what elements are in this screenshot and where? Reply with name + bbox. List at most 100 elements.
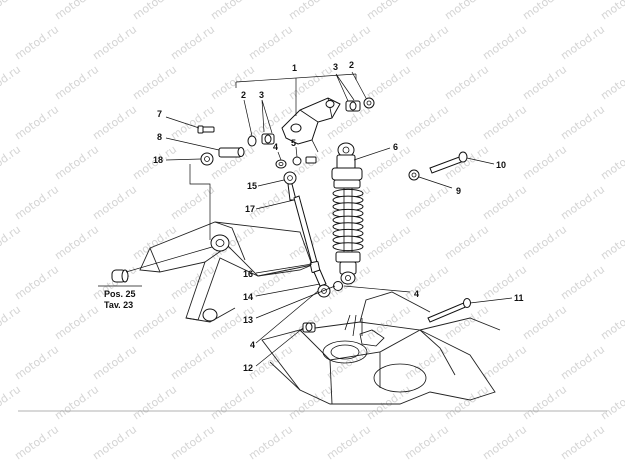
watermark-text: motod.ru	[520, 0, 569, 22]
watermark-text: motod.ru	[90, 183, 139, 223]
watermark-text: motod.ru	[558, 103, 607, 143]
watermark-text: motod.ru	[598, 63, 625, 103]
watermark-text: motod.ru	[402, 183, 451, 223]
callout-4-upper: 4	[273, 142, 278, 152]
watermark-text: motod.ru	[558, 263, 607, 303]
watermark-text: motod.ru	[130, 303, 179, 343]
watermark-text: motod.ru	[558, 23, 607, 63]
reference-pos: Pos. 25	[104, 289, 136, 299]
watermark-text: motod.ru	[52, 63, 101, 103]
watermark-text: motod.ru	[168, 423, 217, 463]
watermark-text: motod.ru	[520, 223, 569, 263]
nut-5	[292, 156, 302, 166]
rocker-linkage	[281, 97, 341, 153]
bolt-10	[429, 151, 468, 174]
watermark-text: motod.ru	[168, 343, 217, 383]
watermark-text: motod.ru	[52, 383, 101, 423]
callout-3-right: 3	[333, 62, 338, 72]
swingarm	[139, 221, 313, 323]
watermark-text: motod.ru	[52, 303, 101, 343]
callout-10: 10	[496, 160, 506, 170]
watermark-text: motod.ru	[90, 103, 139, 143]
callout-4-lower: 4	[250, 340, 255, 350]
watermark-text: motod.ru	[402, 103, 451, 143]
watermark-text: motod.ru	[0, 0, 23, 22]
spring-coil	[332, 242, 364, 252]
watermark-text: motod.ru	[520, 63, 569, 103]
chassis-frame	[261, 291, 501, 405]
watermark-text: motod.ru	[480, 343, 529, 383]
callout-6: 6	[393, 142, 398, 152]
callout-9: 9	[456, 186, 461, 196]
watermark-text: motod.ru	[480, 423, 529, 463]
watermark-text: motod.ru	[12, 103, 61, 143]
watermark-text: motod.ru	[402, 343, 451, 383]
watermark-text: motod.ru	[558, 183, 607, 223]
reference-tav: Tav. 23	[104, 300, 133, 310]
callout-14: 14	[243, 292, 253, 302]
callout-2-right: 2	[349, 60, 354, 70]
bolt-upper	[305, 156, 317, 164]
watermark-text: motod.ru	[168, 103, 217, 143]
watermark-text: motod.ru	[90, 423, 139, 463]
linkage-bushings-left	[247, 133, 275, 147]
watermark-text: motod.ru	[364, 63, 413, 103]
watermark-text: motod.ru	[520, 383, 569, 423]
watermark-text: motod.ru	[520, 303, 569, 343]
watermark-text: motod.ru	[12, 343, 61, 383]
watermark-text: motod.ru	[324, 423, 373, 463]
watermark-text: motod.ru	[598, 303, 625, 343]
watermark-text: motod.ru	[246, 423, 295, 463]
callout-7: 7	[157, 109, 162, 119]
watermark-text: motod.ru	[168, 23, 217, 63]
watermark-text: motod.ru	[480, 23, 529, 63]
watermark-text: motod.ru	[598, 223, 625, 263]
watermark-text: motod.ru	[130, 383, 179, 423]
watermark-text: motod.ru	[442, 383, 491, 423]
watermark-text: motod.ru	[130, 0, 179, 22]
callout-11: 11	[514, 293, 524, 303]
watermark-text: motod.ru	[208, 383, 257, 423]
watermark-text: motod.ru	[402, 23, 451, 63]
watermark-text: motod.ru	[442, 0, 491, 22]
watermark-text: motod.ru	[324, 23, 373, 63]
watermark-text: motod.ru	[598, 383, 625, 423]
watermark-text: motod.ru	[52, 143, 101, 183]
watermark-text: motod.ru	[402, 423, 451, 463]
linkage-bushings-right	[345, 97, 375, 112]
reference-note: Pos. 25 Tav. 23	[98, 285, 142, 310]
watermark-text: motod.ru	[0, 383, 23, 423]
watermark-text: motod.ru	[364, 383, 413, 423]
spacer-4-lower	[333, 281, 343, 291]
watermark-text: motod.ru	[208, 63, 257, 103]
bolt-7	[197, 125, 215, 134]
bushing-pos-25	[111, 269, 129, 283]
watermark-text: motod.ru	[246, 263, 295, 303]
watermark-text: motod.ru	[12, 263, 61, 303]
nut-4-upper	[275, 159, 287, 169]
watermark-text: motod.ru	[246, 23, 295, 63]
watermark-text: motod.ru	[286, 0, 335, 22]
tie-rod-17	[283, 171, 331, 298]
bolt-11	[427, 298, 471, 323]
watermark-text: motod.ru	[130, 63, 179, 103]
watermark-text: motod.ru	[520, 143, 569, 183]
callout-13: 13	[243, 315, 253, 325]
washer-18	[200, 152, 214, 166]
leader-lines	[125, 71, 513, 367]
shock-absorber	[331, 142, 364, 285]
watermark-text: motod.ru	[52, 0, 101, 22]
callout-3-left: 3	[259, 90, 264, 100]
watermark-text: motod.ru	[442, 63, 491, 103]
bush-12	[302, 322, 316, 333]
watermark-text: motod.ru	[12, 183, 61, 223]
callout-18: 18	[153, 155, 163, 165]
watermark-text: motod.ru	[558, 343, 607, 383]
watermark-text: motod.ru	[480, 103, 529, 143]
watermark-text: motod.ru	[208, 0, 257, 22]
watermark-text: motod.ru	[130, 223, 179, 263]
watermark-text: motod.ru	[364, 303, 413, 343]
watermark-text: motod.ru	[12, 423, 61, 463]
